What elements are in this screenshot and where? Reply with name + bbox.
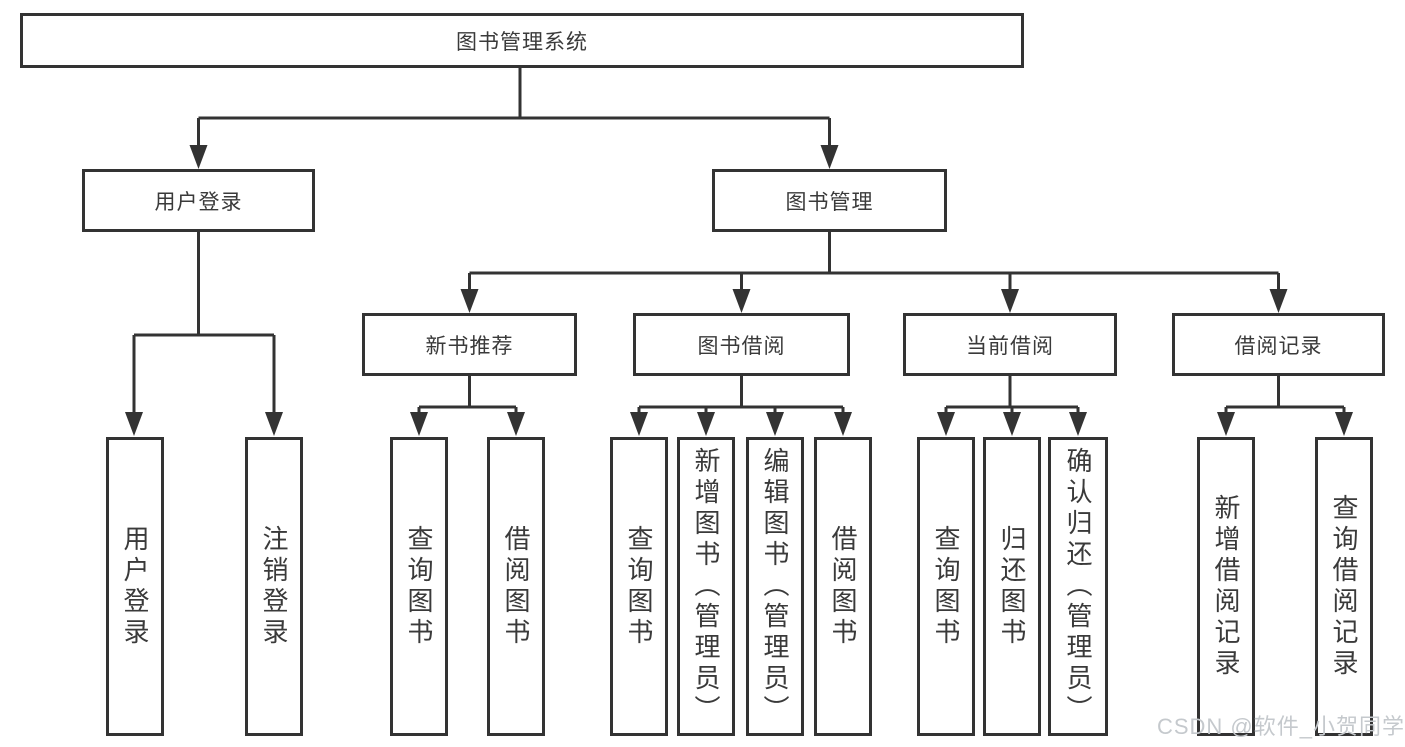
node-label: 当前借阅 — [966, 334, 1054, 358]
arrow-icon — [1069, 412, 1087, 436]
arrow-icon — [460, 289, 479, 313]
node-label: 查询图书 — [931, 524, 961, 649]
node-label: 查询图书 — [404, 524, 434, 649]
node-label: 新书推荐 — [425, 334, 514, 358]
arrow-icon — [820, 145, 839, 169]
node-current-query-book: 查询图书 — [917, 437, 975, 736]
node-label: 用户登录 — [120, 524, 150, 649]
connector-new-book — [417, 376, 518, 414]
arrow-icon — [630, 412, 648, 436]
node-new-book-recommend: 新书推荐 — [362, 313, 577, 376]
node-logout: 注销登录 — [245, 437, 303, 736]
node-borrow-borrow-book: 借阅图书 — [814, 437, 872, 736]
node-label: 新增图书（管理员） — [691, 447, 721, 726]
connector-current-borrow — [944, 376, 1080, 414]
node-current-return-book: 归还图书 — [983, 437, 1041, 736]
node-label: 图书借阅 — [697, 334, 786, 358]
node-recommend-borrow-book: 借阅图书 — [487, 437, 545, 736]
arrow-icon — [507, 412, 525, 436]
node-current-borrow: 当前借阅 — [903, 313, 1117, 376]
node-current-confirm-return-admin: 确认归还（管理员） — [1048, 437, 1108, 736]
node-label: 编辑图书（管理员） — [760, 447, 790, 726]
arrow-icon — [1269, 289, 1288, 313]
node-library-management-system: 图书管理系统 — [20, 13, 1024, 68]
arrow-icon — [937, 412, 955, 436]
node-label: 借阅图书 — [501, 524, 531, 649]
node-label: 借阅记录 — [1234, 334, 1323, 358]
node-book-borrow: 图书借阅 — [633, 313, 850, 376]
node-borrow-query-book: 查询图书 — [610, 437, 668, 736]
connector-book-management — [468, 232, 1280, 292]
node-label: 确认归还（管理员） — [1063, 447, 1093, 726]
node-book-management: 图书管理 — [712, 169, 947, 232]
node-label: 归还图书 — [997, 524, 1027, 649]
arrow-icon — [1217, 412, 1235, 436]
node-label: 查询图书 — [624, 524, 654, 649]
arrow-icon — [834, 412, 852, 436]
connector-borrow-records — [1224, 376, 1346, 414]
node-borrow-add-book-admin: 新增图书（管理员） — [677, 437, 735, 736]
node-user-login-leaf: 用户登录 — [106, 437, 164, 736]
node-label: 用户登录 — [154, 190, 243, 214]
arrow-icon — [1003, 412, 1021, 436]
arrow-icon — [410, 412, 428, 436]
node-records-add-record: 新增借阅记录 — [1197, 437, 1255, 736]
connector-book-borrow — [637, 376, 845, 414]
node-label: 图书管理 — [785, 190, 874, 214]
arrow-icon — [265, 412, 283, 436]
csdn-watermark: CSDN @软件_小贺同学 — [1156, 714, 1405, 739]
arrow-icon — [697, 412, 715, 436]
node-recommend-query-book: 查询图书 — [390, 437, 448, 736]
node-label: 图书管理系统 — [456, 30, 588, 54]
arrow-icon — [732, 289, 751, 313]
arrow-icon — [766, 412, 784, 436]
connector-root — [197, 68, 831, 148]
node-label: 借阅图书 — [828, 524, 858, 649]
arrow-icon — [125, 412, 143, 436]
arrow-icon — [189, 145, 208, 169]
node-label: 新增借阅记录 — [1211, 493, 1241, 680]
node-user-login: 用户登录 — [82, 169, 315, 232]
node-borrow-edit-book-admin: 编辑图书（管理员） — [746, 437, 804, 736]
arrow-icon — [1001, 289, 1019, 313]
connector-user-login — [132, 232, 276, 414]
node-label: 注销登录 — [259, 524, 289, 649]
node-records-query-record: 查询借阅记录 — [1315, 437, 1373, 736]
node-borrow-records: 借阅记录 — [1172, 313, 1385, 376]
node-label: 查询借阅记录 — [1329, 493, 1359, 680]
arrow-icon — [1335, 412, 1353, 436]
